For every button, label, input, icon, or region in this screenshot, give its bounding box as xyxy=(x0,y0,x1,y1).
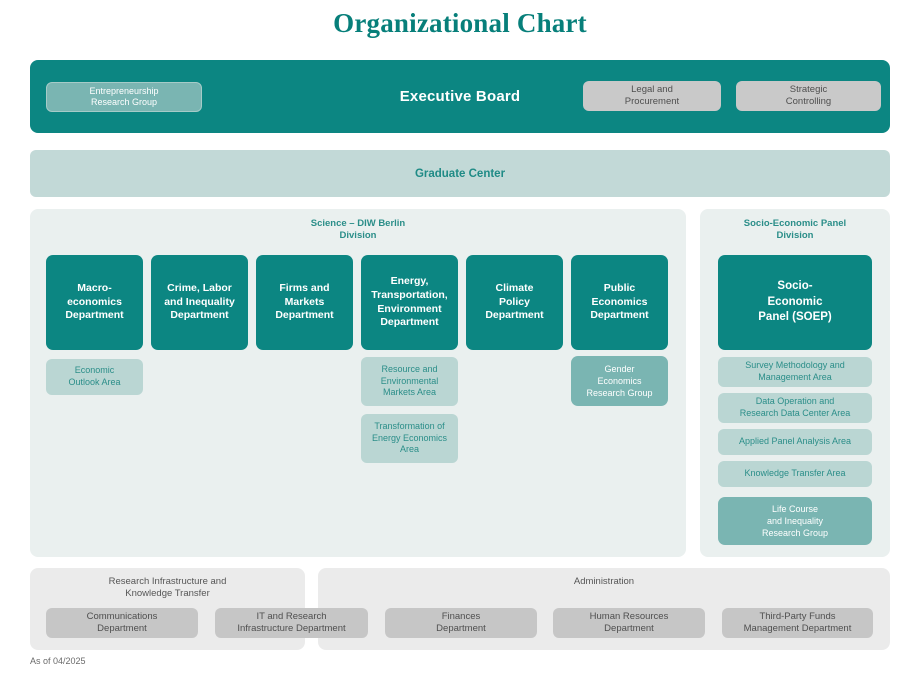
communications-department-node[interactable]: Communications Department xyxy=(46,608,198,638)
science-division-panel: Science – DIW Berlin Division Macro- eco… xyxy=(30,209,686,557)
human-resources-department-node[interactable]: Human Resources Department xyxy=(553,608,705,638)
macroeconomics-department-node[interactable]: Macro- economics Department xyxy=(46,255,143,350)
life-course-inequality-research-group-node[interactable]: Life Course and Inequality Research Grou… xyxy=(718,497,872,545)
research-infrastructure-header: Research Infrastructure and Knowledge Tr… xyxy=(108,576,227,600)
crime-labor-inequality-department-node[interactable]: Crime, Labor and Inequality Department xyxy=(151,255,248,350)
legal-and-procurement-node[interactable]: Legal and Procurement xyxy=(583,81,721,111)
executive-board-node[interactable]: Executive Board Entrepreneurship Researc… xyxy=(30,60,890,133)
public-economics-department-node[interactable]: Public Economics Department xyxy=(571,255,668,350)
it-research-infrastructure-department-node[interactable]: IT and Research Infrastructure Departmen… xyxy=(215,608,368,638)
science-division-header: Science – DIW Berlin Division xyxy=(310,218,406,242)
administration-header: Administration xyxy=(573,576,635,587)
socio-economic-panel-node[interactable]: Socio- Economic Panel (SOEP) xyxy=(718,255,872,350)
knowledge-transfer-area-node[interactable]: Knowledge Transfer Area xyxy=(718,461,872,487)
soep-division-header: Socio-Economic Panel Division xyxy=(743,218,847,242)
finances-department-node[interactable]: Finances Department xyxy=(385,608,537,638)
transformation-energy-economics-area-node[interactable]: Transformation of Energy Economics Area xyxy=(361,414,458,463)
climate-policy-department-node[interactable]: Climate Policy Department xyxy=(466,255,563,350)
data-operation-area-node[interactable]: Data Operation and Research Data Center … xyxy=(718,393,872,423)
as-of-date: As of 04/2025 xyxy=(30,656,86,666)
applied-panel-analysis-area-node[interactable]: Applied Panel Analysis Area xyxy=(718,429,872,455)
economic-outlook-area-node[interactable]: Economic Outlook Area xyxy=(46,359,143,395)
strategic-controlling-node[interactable]: Strategic Controlling xyxy=(736,81,881,111)
executive-board-label: Executive Board xyxy=(399,88,521,105)
gender-economics-research-group-node[interactable]: Gender Economics Research Group xyxy=(571,356,668,406)
chart-title: Organizational Chart xyxy=(333,8,587,38)
energy-transportation-environment-department-node[interactable]: Energy, Transportation, Environment Depa… xyxy=(361,255,458,350)
firms-markets-department-node[interactable]: Firms and Markets Department xyxy=(256,255,353,350)
resource-environmental-markets-area-node[interactable]: Resource and Environmental Markets Area xyxy=(361,357,458,406)
third-party-funds-department-node[interactable]: Third-Party Funds Management Department xyxy=(722,608,873,638)
entrepreneurship-research-group-node[interactable]: Entrepreneurship Research Group xyxy=(46,82,202,112)
soep-division-panel: Socio-Economic Panel Division Socio- Eco… xyxy=(700,209,890,557)
survey-methodology-area-node[interactable]: Survey Methodology and Management Area xyxy=(718,357,872,387)
graduate-center-node[interactable]: Graduate Center xyxy=(30,150,890,197)
